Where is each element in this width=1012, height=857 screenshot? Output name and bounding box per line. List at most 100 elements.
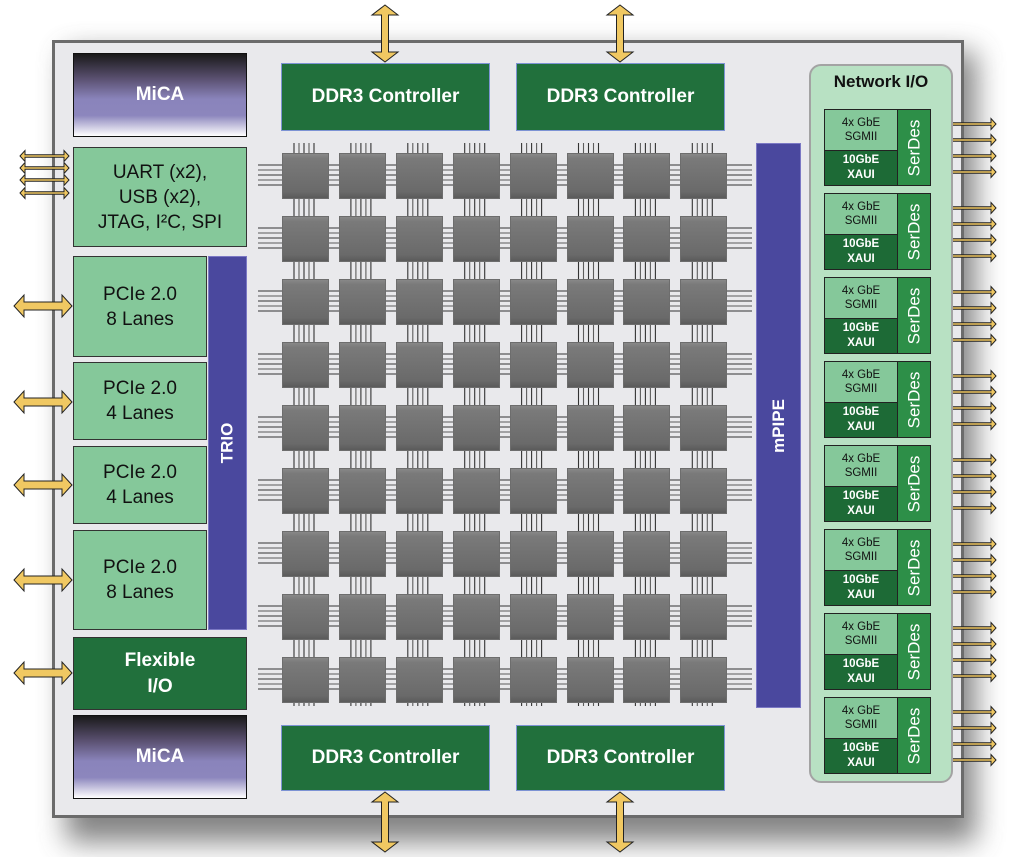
processor-tile: [452, 342, 500, 388]
processor-tile: [282, 468, 329, 514]
processor-tile: [452, 279, 500, 325]
sgmii-line1: 4x GbE: [841, 705, 881, 717]
flexible-io-line1: Flexible: [124, 649, 196, 671]
processor-tile: [452, 153, 500, 199]
serdes-label: SerDes: [904, 119, 923, 176]
processor-tile: [395, 216, 443, 262]
processor-tile: [566, 468, 614, 514]
xaui-line1: 10GbE: [842, 322, 880, 334]
ddr3-controller-bottom-left: DDR3 Controller: [281, 725, 490, 791]
processor-tile: [452, 405, 500, 451]
processor-tile: [509, 153, 557, 199]
processor-tile: [282, 153, 329, 199]
processor-tile: [282, 216, 329, 262]
pcie-label: PCIe 2.0: [103, 283, 177, 305]
network-io-title: Network I/O: [833, 72, 929, 91]
xaui-line2: XAUI: [847, 589, 875, 601]
xaui-line1: 10GbE: [842, 154, 880, 166]
processor-tile: [680, 468, 728, 514]
mpipe-label: mPIPE: [768, 398, 788, 453]
xaui-line2: XAUI: [847, 253, 875, 265]
processor-tile: [566, 657, 614, 703]
xaui-line2: XAUI: [847, 505, 875, 517]
processor-tile: [282, 342, 329, 388]
processor-tile: [566, 279, 614, 325]
io-line-usb: USB (x2),: [118, 186, 202, 208]
xaui-line2: XAUI: [847, 421, 875, 433]
io-line-jtag: JTAG, I²C, SPI: [97, 211, 223, 233]
xaui-line1: 10GbE: [842, 742, 880, 754]
processor-tile: [338, 657, 386, 703]
processor-tile: [680, 594, 728, 640]
processor-tile: [509, 657, 557, 703]
processor-tile: [680, 531, 728, 577]
pcie-lanes: 4 Lanes: [106, 487, 174, 508]
ddr3-controller-top-left: DDR3 Controller: [281, 63, 490, 131]
pcie-arrow-icon: [13, 660, 73, 686]
mica-bottom-label: MiCA: [135, 746, 185, 767]
serdes-block: SerDes: [897, 613, 931, 690]
xaui-line1: 10GbE: [842, 238, 880, 250]
processor-tile: [395, 594, 443, 640]
sgmii-line1: 4x GbE: [841, 621, 881, 633]
processor-tile: [338, 342, 386, 388]
processor-tile: [680, 153, 728, 199]
processor-tile: [509, 342, 557, 388]
ddr3-label: DDR3 Controller: [546, 86, 695, 107]
processor-tile: [395, 342, 443, 388]
processor-tile: [282, 594, 329, 640]
processor-tile: [395, 279, 443, 325]
io-arrow-icon: [19, 161, 70, 175]
sgmii-line1: 4x GbE: [841, 537, 881, 549]
processor-tile: [338, 594, 386, 640]
processor-tile: [282, 657, 329, 703]
sgmii-block: 4x GbE SGMII: [824, 697, 898, 739]
pcie-block-1: PCIe 2.0 8 Lanes: [73, 256, 207, 357]
processor-tile: [680, 342, 728, 388]
processor-tile: [509, 279, 557, 325]
pcie-block-4: PCIe 2.0 8 Lanes: [73, 530, 207, 630]
pcie-arrow-icon: [13, 293, 73, 319]
ddr-arrow-icon: [370, 4, 400, 63]
serdes-block: SerDes: [897, 445, 931, 522]
pcie-label: PCIe 2.0: [103, 378, 177, 399]
xaui-line1: 10GbE: [842, 490, 880, 502]
processor-tile: [282, 531, 329, 577]
processor-tile: [623, 279, 671, 325]
processor-tile: [509, 594, 557, 640]
processor-tile: [566, 216, 614, 262]
processor-tile: [566, 531, 614, 577]
sgmii-line2: SGMII: [844, 635, 878, 647]
xaui-block: 10GbE XAUI: [824, 234, 898, 270]
serdes-block: SerDes: [897, 361, 931, 438]
processor-tile: [338, 468, 386, 514]
processor-tile: [452, 657, 500, 703]
xaui-line1: 10GbE: [842, 658, 880, 670]
serdes-block: SerDes: [897, 697, 931, 774]
ddr-arrow-icon: [605, 4, 635, 63]
sgmii-line2: SGMII: [844, 467, 878, 479]
ddr3-label: DDR3 Controller: [546, 747, 695, 768]
pcie-block-3: PCIe 2.0 4 Lanes: [73, 446, 207, 524]
sgmii-line1: 4x GbE: [841, 201, 881, 213]
sgmii-line2: SGMII: [844, 719, 878, 731]
processor-tile: [623, 657, 671, 703]
processor-tile: [395, 468, 443, 514]
processor-tile: [452, 594, 500, 640]
processor-tile: [566, 405, 614, 451]
pcie-arrow-icon: [13, 472, 73, 498]
pcie-label: PCIe 2.0: [103, 462, 177, 483]
trio-bar: TRIO: [208, 256, 247, 630]
ddr-arrow-icon: [370, 791, 400, 853]
ddr3-label: DDR3 Controller: [311, 747, 460, 768]
processor-tile: [623, 216, 671, 262]
